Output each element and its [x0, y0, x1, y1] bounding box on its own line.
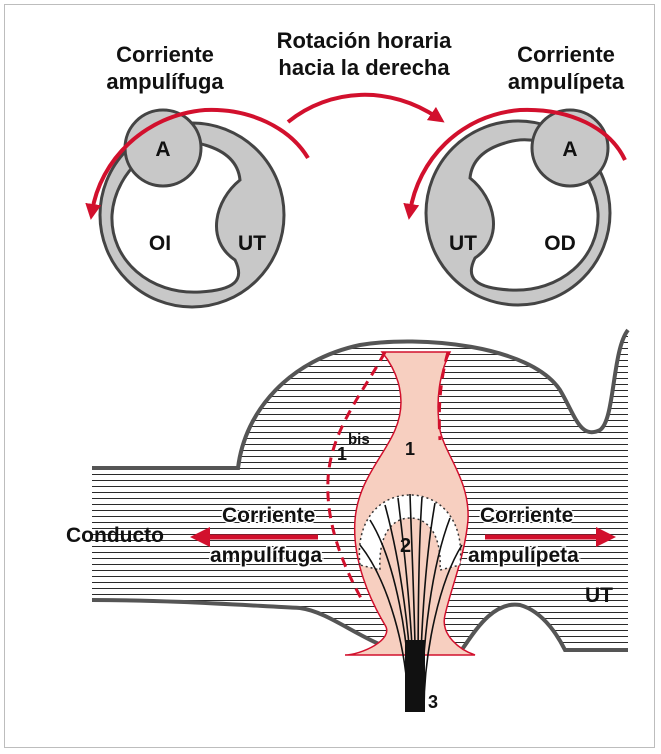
label-3: 3	[428, 692, 438, 712]
conduct-label: Conducto	[66, 524, 164, 547]
left-canal-diagram: A OI UT	[92, 110, 308, 307]
top-left-current-line2: ampulífuga	[106, 69, 224, 94]
top-right-current-line1: Corriente	[517, 42, 615, 67]
rotation-arrow	[288, 95, 438, 122]
top-left-current-line1: Corriente	[116, 42, 214, 67]
bottom-left-current-line1: Corriente	[222, 504, 315, 527]
bottom-right-current-line2: ampulípeta	[468, 544, 579, 567]
top-right-current-line2: ampulípeta	[508, 69, 625, 94]
left-utricle-label: UT	[238, 232, 266, 255]
rotation-label-line1: Rotación horaria	[277, 28, 453, 53]
label-1bis-superscript: bis	[348, 431, 370, 448]
right-utricle-label: UT	[449, 232, 477, 255]
right-canal-diagram: A UT OD	[410, 110, 625, 305]
left-ampulla-label: A	[155, 138, 170, 161]
bottom-left-current-line2: ampulífuga	[210, 544, 322, 567]
bottom-right-current-line1: Corriente	[480, 504, 573, 527]
nerve-bundle	[405, 640, 425, 712]
label-2: 2	[400, 535, 411, 557]
utricle-label: UT	[585, 584, 613, 607]
right-ampulla-label: A	[562, 138, 577, 161]
rotation-label-line2: hacia la derecha	[278, 55, 450, 80]
label-1bis: 1	[337, 444, 347, 464]
right-canal-label: OD	[544, 232, 576, 255]
label-1: 1	[405, 439, 415, 459]
left-canal-label: OI	[149, 232, 171, 255]
